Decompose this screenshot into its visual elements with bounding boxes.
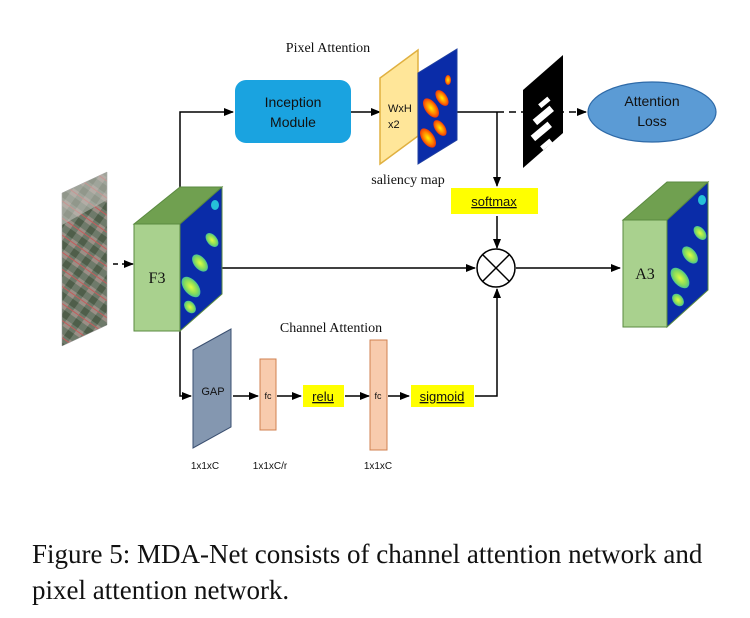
attention-loss-label-line1: Attention bbox=[624, 93, 679, 109]
dim-fc2-label: 1x1xC bbox=[364, 461, 392, 472]
gap-label: GAP bbox=[201, 386, 224, 398]
softmax-label: softmax bbox=[471, 194, 517, 209]
saliency-map: WxH x2 saliency map bbox=[371, 48, 458, 188]
input-image bbox=[61, 171, 108, 347]
sigmoid-box: sigmoid bbox=[411, 385, 474, 407]
dim-fc1-label: 1x1xC/r bbox=[253, 461, 288, 472]
f3-heatmap-blobs bbox=[181, 200, 219, 314]
fc2-block: fc bbox=[369, 339, 388, 451]
attention-loss: Attention Loss bbox=[587, 81, 717, 143]
f3-to-gap-arrow bbox=[179, 331, 192, 400]
mda-net-diagram: F3 Pixel Attention Inception Module WxH … bbox=[61, 41, 717, 472]
wxh-label: WxH bbox=[388, 103, 412, 115]
f3-label: F3 bbox=[149, 270, 166, 287]
channel-attention-title: Channel Attention bbox=[280, 321, 382, 336]
x2-label: x2 bbox=[388, 119, 400, 131]
gap-block: GAP bbox=[192, 328, 232, 449]
saliency-map-label: saliency map bbox=[371, 173, 444, 188]
multiply-operator bbox=[476, 248, 516, 288]
dim-gap-label: 1x1xC bbox=[191, 461, 219, 472]
a3-feature-map: A3 bbox=[621, 180, 710, 329]
a3-label: A3 bbox=[635, 266, 655, 283]
inception-label-line1: Inception bbox=[265, 94, 322, 110]
softmax-box: softmax bbox=[451, 188, 538, 214]
pixel-attention-title: Pixel Attention bbox=[286, 41, 370, 56]
a3-heatmap-blobs bbox=[670, 195, 707, 307]
figure-caption: Figure 5: MDA-Net consists of channel at… bbox=[32, 539, 703, 605]
relu-label: relu bbox=[312, 389, 334, 404]
inception-label-line2: Module bbox=[270, 114, 316, 130]
fc1-block: fc bbox=[259, 358, 277, 431]
sigmoid-to-multiply-arrow bbox=[475, 288, 501, 397]
inception-module: Inception Module bbox=[235, 80, 351, 143]
fc1-label: fc bbox=[264, 391, 272, 401]
fc2-label: fc bbox=[374, 391, 382, 401]
binary-mask bbox=[523, 55, 563, 168]
relu-box: relu bbox=[303, 385, 344, 407]
connectors bbox=[113, 108, 621, 400]
f3-feature-map: F3 bbox=[132, 185, 224, 333]
f3-to-inception-arrow bbox=[179, 108, 234, 188]
saliency-heatmap-blobs bbox=[420, 75, 451, 148]
attention-loss-label-line2: Loss bbox=[637, 113, 667, 129]
sigmoid-label: sigmoid bbox=[420, 389, 465, 404]
